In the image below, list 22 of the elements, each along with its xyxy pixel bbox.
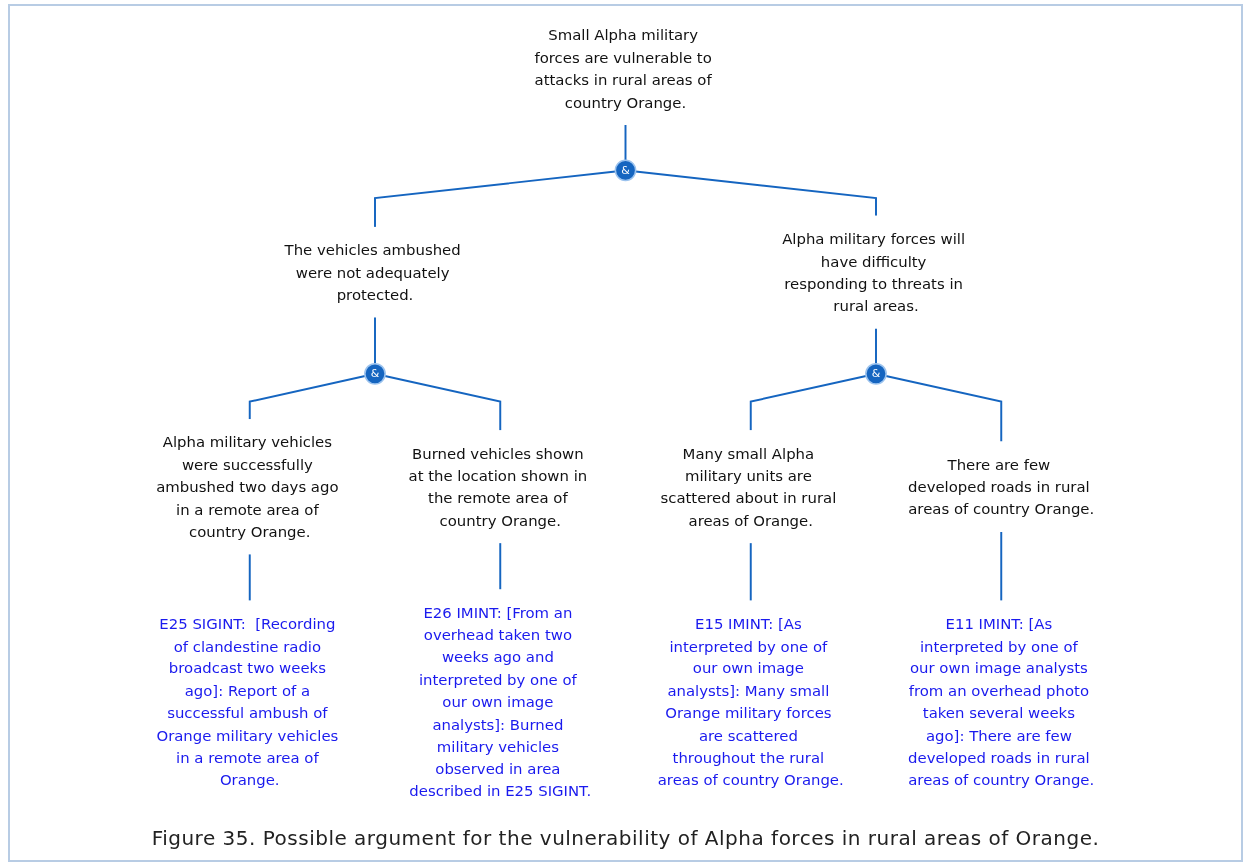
node-text: Small Alpha military forces are vulnerable to attacks in rural areas of country Orange. bbox=[534, 26, 712, 111]
figure-caption: Figure 35. Possible argument for the vulnerability of Alpha forces in rural areas of Orange. bbox=[151, 825, 1100, 852]
node-text: Alpha military forces will have difficulty responding to threats in rural areas. bbox=[782, 229, 966, 314]
connector bbox=[1000, 530, 1003, 602]
connector bbox=[374, 316, 376, 365]
node-text: Many small Alpha military units are scattered about in rural areas of Orange. bbox=[660, 444, 837, 529]
connector bbox=[499, 542, 502, 591]
connector bbox=[749, 542, 752, 602]
node-text: The vehicles ambushed were not adequately protected. bbox=[284, 240, 461, 303]
node-text: E11 IMINT: [As interpreted by one of our own image analysts from an overhead photo taken several weeks ago]: There are few developed roads in rural areas of country Orange. bbox=[908, 614, 1095, 789]
node-text: There are few developed roads in rural areas of country Orange. bbox=[908, 455, 1095, 518]
connector bbox=[875, 327, 877, 365]
node-text: Alpha military vehicles were successfully ambushed two days ago in a remote area of country Orange. bbox=[156, 433, 339, 540]
node-text: E25 SIGINT: [Recording of clandestine radio broadcast two weeks ago]: Report of a successful ambush of Orange military vehicles in a remote area of Orange. bbox=[156, 614, 339, 789]
node-circle: & bbox=[865, 362, 887, 385]
node-text: E26 IMINT: [From an overhead taken two weeks ago and interpreted by one of our own image analysts]: Burned military vehicles observed in area described in E25 SIGINT. bbox=[409, 603, 592, 800]
node-circle: & bbox=[614, 159, 637, 182]
node-circle: & bbox=[364, 362, 386, 385]
connector bbox=[624, 124, 627, 162]
node-text: E15 IMINT: [As interpreted by one of our own image analysts]: Many small Orange military forces are scattered throughout the rural areas of country Orange. bbox=[657, 614, 844, 789]
node-text: Burned vehicles shown at the location shown in the remote area of country Orange. bbox=[408, 444, 588, 529]
connector bbox=[248, 553, 251, 602]
